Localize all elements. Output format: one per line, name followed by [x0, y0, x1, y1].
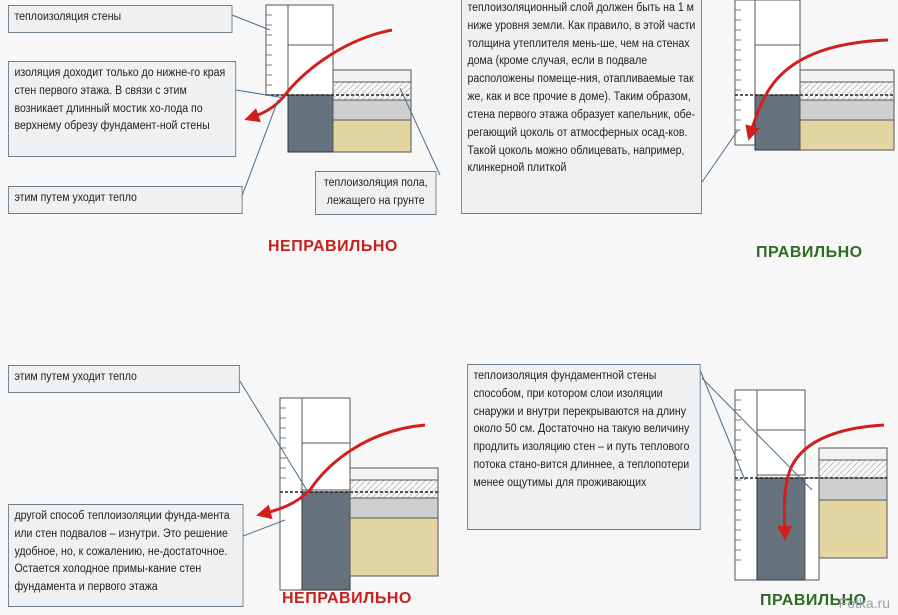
p1-heat-path-label: этим путем уходит тепло: [8, 186, 243, 214]
p4-inner-insulation: [804, 477, 820, 581]
p1-heat-path-text: этим путем уходит тепло: [14, 192, 137, 204]
verdict-wrong-top: НЕПРАВИЛЬНО: [268, 238, 398, 255]
p1-wall-insulation: [265, 4, 289, 96]
p3-heat-arrow: [256, 423, 426, 520]
p4-outer-insulation: [734, 389, 758, 581]
p2-description-label: теплоизоляционный слой должен быть на 1 …: [461, 0, 703, 214]
p1-heat-arrow: [244, 28, 393, 123]
p4-heat-arrow: [777, 423, 885, 541]
p1-soil: [332, 119, 412, 153]
p1-wall-block-1: [287, 4, 334, 46]
p1-floor-top: [332, 69, 412, 83]
p4-description-text: теплоизоляция фундаментной стены способо…: [473, 370, 690, 489]
p3-foundation: [301, 491, 351, 591]
verdict-right-bottom: ПРАВИЛЬНО: [760, 592, 867, 609]
p1-cold-bridge-text: изоляция доходит только до нижне-го края…: [14, 67, 226, 133]
p3-inside-insulation-label: другой способ теплоизоляции фунда-мента …: [8, 504, 244, 607]
p2-wall-block-2: [754, 44, 801, 96]
p4-foundation: [756, 477, 806, 581]
p4-description-label: теплоизоляция фундаментной стены способо…: [467, 364, 701, 530]
verdict-right-top: ПРАВИЛЬНО: [756, 244, 863, 261]
p1-wall-insulation-text: теплоизоляция стены: [14, 11, 122, 23]
p3-heat-path-label: этим путем уходит тепло: [8, 365, 240, 393]
p2-heat-arrow: [745, 38, 889, 141]
panel-4-drawing: [699, 369, 888, 581]
p1-floor-slab: [332, 99, 412, 121]
p1-wall-insulation-label: теплоизоляция стены: [8, 5, 233, 33]
p1-floor-insulation: [332, 81, 412, 101]
watermark: Fotka.ru: [838, 595, 890, 611]
p2-wall-insulation: [734, 0, 756, 146]
p1-cold-bridge-label: изоляция доходит только до нижне-го края…: [8, 61, 237, 157]
p2-description-text: теплоизоляционный слой должен быть на 1 …: [467, 2, 696, 175]
p3-inner-insulation: [279, 397, 303, 591]
panel-2-drawing: [699, 0, 895, 186]
p3-inside-insulation-text: другой способ теплоизоляции фунда-мента …: [14, 510, 230, 594]
p1-foundation: [287, 94, 334, 153]
p2-wall-block-1: [754, 0, 801, 46]
panel-1-drawing: [231, 4, 441, 197]
p1-floor-insulation-text: теплоизоляция пола, лежащего на грунте: [323, 177, 428, 207]
panel-3-drawing: [237, 377, 439, 591]
p1-floor-insulation-label: теплоизоляция пола, лежащего на грунте: [315, 171, 437, 215]
p3-heat-path-text: этим путем уходит тепло: [14, 371, 137, 383]
verdict-wrong-bottom: НЕПРАВИЛЬНО: [282, 590, 412, 607]
